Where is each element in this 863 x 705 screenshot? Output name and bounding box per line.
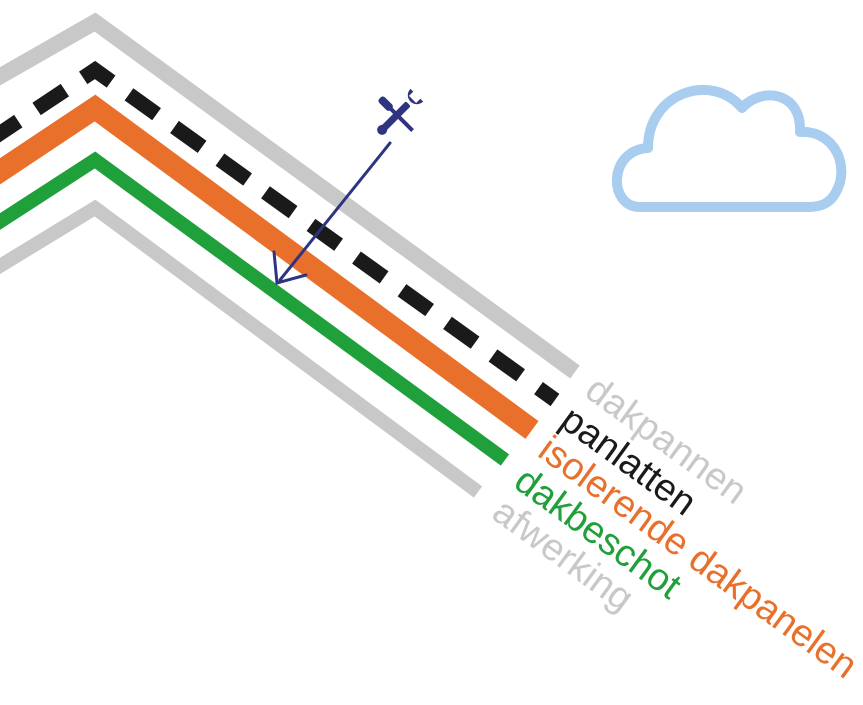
layer-line-panlatten [0, 60, 560, 407]
layer-line-isolerende-dakpanelen [0, 94, 539, 439]
layer-line-afwerking [0, 199, 483, 498]
layer-line-dakpannen [0, 12, 580, 379]
arrow-icon [272, 141, 392, 285]
cloud-icon [612, 84, 847, 212]
layer-line-dakbeschot [0, 151, 510, 466]
wrench-screwdriver-icon [377, 88, 424, 135]
